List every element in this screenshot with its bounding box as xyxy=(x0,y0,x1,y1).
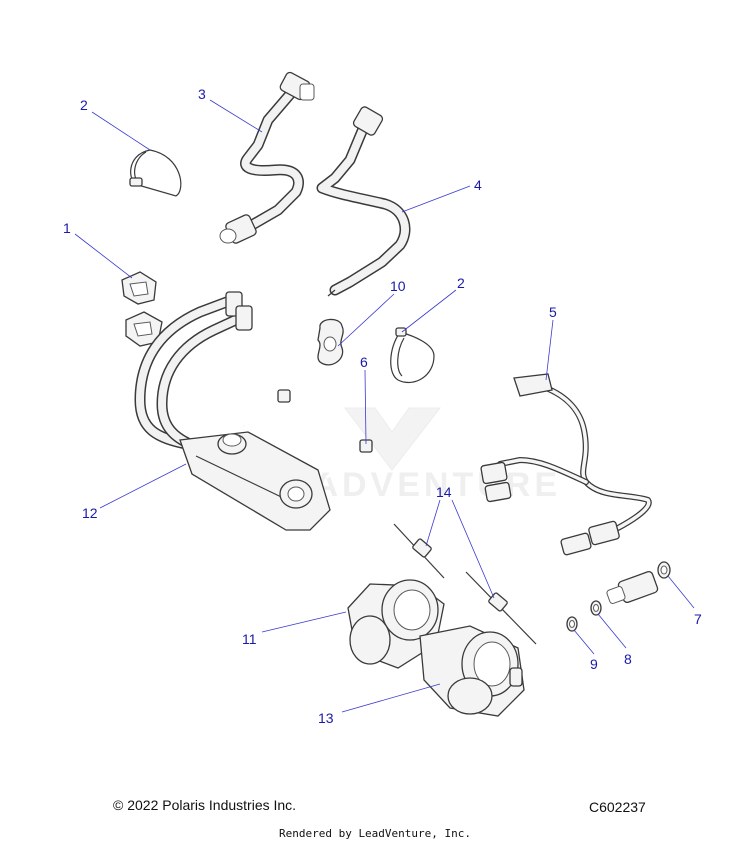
part-8-injector xyxy=(606,570,659,604)
callout-12: 12 xyxy=(82,505,98,521)
callout-6: 6 xyxy=(360,354,368,370)
part-5-wiring-harness xyxy=(480,373,652,556)
callout-9: 9 xyxy=(590,656,598,672)
callout-5: 5 xyxy=(549,304,557,320)
callout-2-b: 2 xyxy=(457,275,465,291)
part-13-throttle-body xyxy=(419,625,525,717)
callout-11: 11 xyxy=(242,631,257,647)
part-2-hose-clamp-b xyxy=(390,327,435,384)
part-2-hose-clamp xyxy=(129,149,182,197)
part-9-o-ring xyxy=(566,616,578,632)
callout-8: 8 xyxy=(624,651,632,667)
callout-10: 10 xyxy=(390,278,406,294)
part-6-bolts xyxy=(243,389,373,480)
rendered-by-text: Rendered by LeadVenture, Inc. xyxy=(278,827,472,840)
diagram-code: C602237 xyxy=(589,799,646,815)
part-1-brackets xyxy=(121,271,163,347)
part-10-grommet xyxy=(317,318,344,366)
copyright-text: © 2022 Polaris Industries Inc. xyxy=(113,797,297,813)
part-11-throttle-body xyxy=(347,579,445,669)
part-7-o-ring xyxy=(657,561,671,579)
callout-1: 1 xyxy=(63,220,71,236)
callout-7: 7 xyxy=(694,611,702,627)
part-3-fuel-hose xyxy=(219,71,315,244)
part-4-fuel-hose xyxy=(316,106,411,297)
callout-14: 14 xyxy=(436,484,452,500)
callout-3: 3 xyxy=(198,86,206,102)
callout-2: 2 xyxy=(80,97,88,113)
part-12-fuel-rail xyxy=(134,291,331,531)
part-8-o-ring xyxy=(590,600,602,616)
leader-lines xyxy=(74,99,695,713)
callout-13: 13 xyxy=(318,710,334,726)
callout-4: 4 xyxy=(474,177,482,193)
